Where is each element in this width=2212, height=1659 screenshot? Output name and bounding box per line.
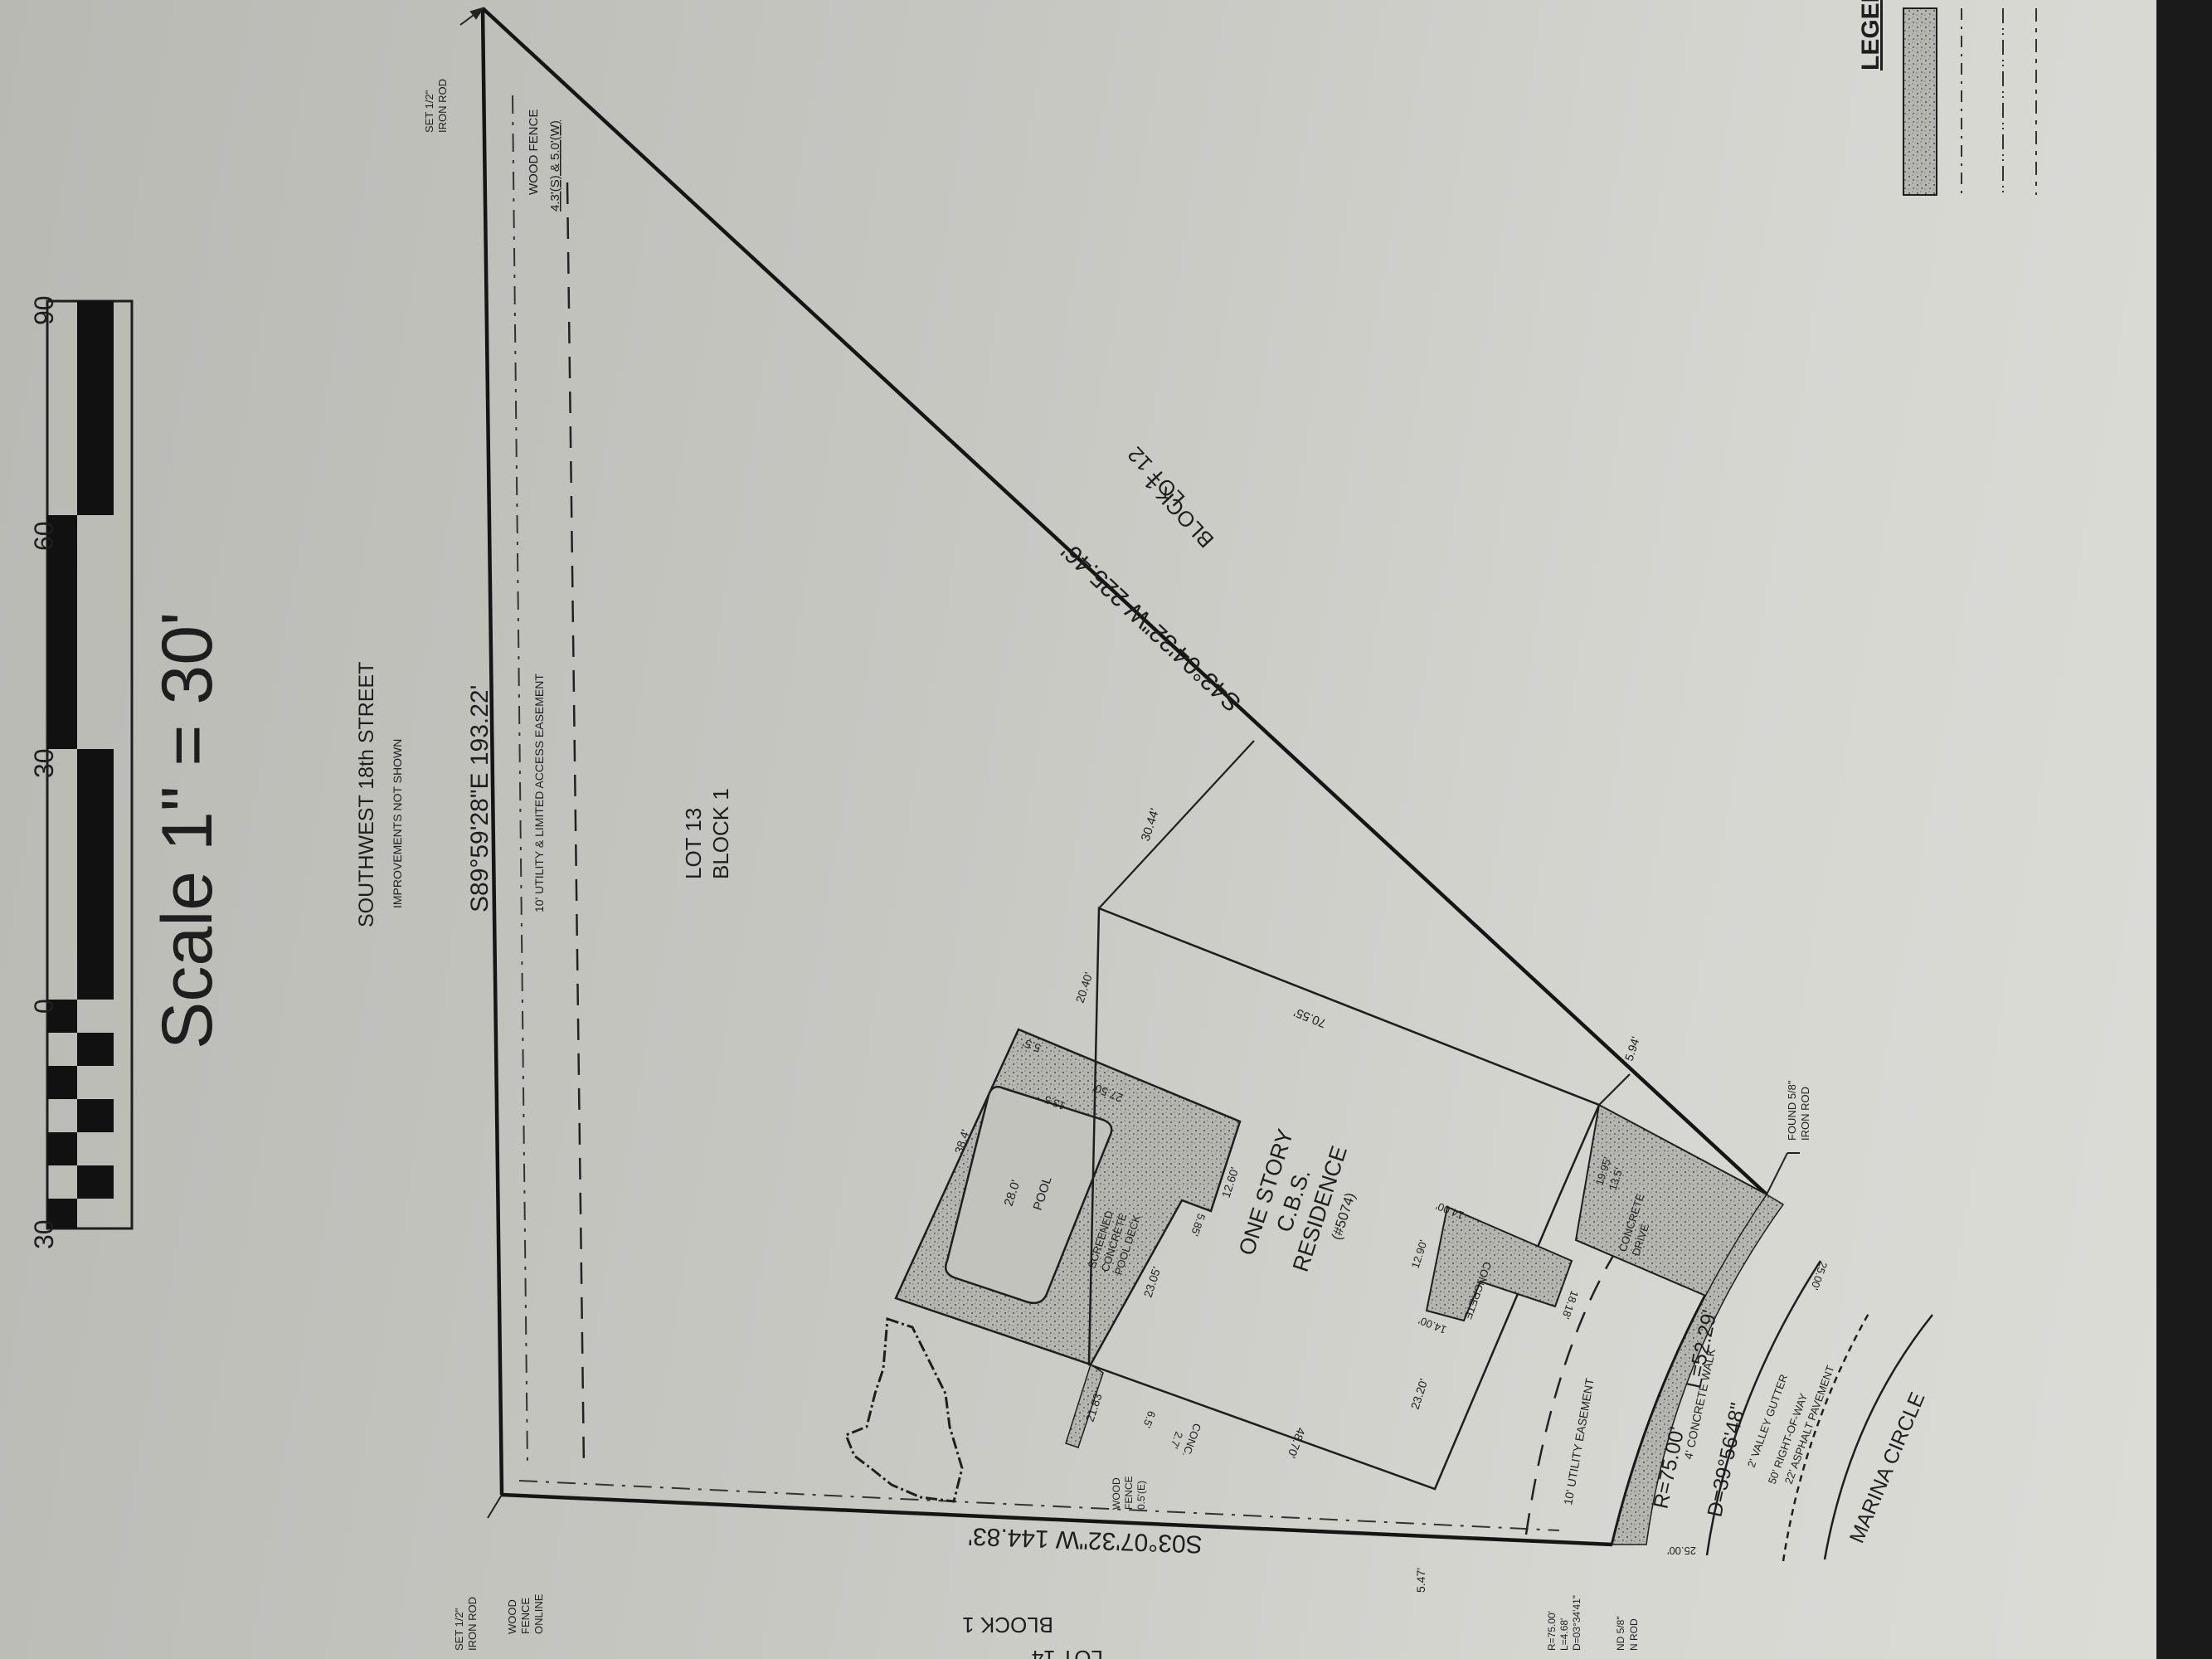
street-name-south: MARINA CIRCLE [1845,1389,1930,1546]
west-fence-label: WOOD [506,1599,518,1634]
scale-tick-label: 30 [29,1219,59,1249]
pool-fence-label: FENCE [1123,1476,1135,1510]
dim-5-85: 5.85' [1189,1212,1208,1238]
dim-5-5: 5.5' [1021,1036,1043,1055]
dim-2-7: 2.7' [1168,1430,1185,1450]
lot14-name: LOT 14 [1032,1646,1103,1659]
lot13-name: LOT 13 [681,808,706,879]
monument-leaders [459,7,1800,1519]
dim-20-40: 20.40' [1073,971,1096,1005]
legend: LEGEN [1857,0,2037,196]
dim-25-00a: 25.00' [1667,1545,1696,1557]
scale-tick-label: 30 [29,748,59,778]
scale-tick-label: 0 [29,999,59,1014]
lot12-block: BLOCK 1 [1139,469,1219,553]
pool-fence-label: 0.5'(E) [1135,1481,1147,1510]
top-rod-label: IRON ROD [436,79,449,133]
dim-12-90: 12.90' [1409,1238,1430,1270]
lot13-block: BLOCK 1 [708,788,733,879]
dim-30-44: 30.44' [1139,806,1163,843]
street-name: SOUTHWEST 18th STREET [355,662,378,927]
residence-outline [1087,907,1601,1491]
dim-14-00b: 14.00' [1417,1314,1448,1336]
north-bearing: S89°59'28"E 193.22' [466,685,493,912]
right-of-way-curves [1705,1260,1933,1562]
west-bearing: S03°07'32"W 144.83' [968,1522,1203,1558]
pool-fence-label: WOOD [1111,1477,1122,1510]
west-labels: SET 1/2" IRON ROD WOOD FENCE ONLINE 5.47… [453,1568,1427,1651]
south-easement-label: 10' UTILITY EASEMENT [1561,1377,1597,1506]
top-rod-label: SET 1/2" [423,90,435,133]
dim-23-05: 23.05' [1141,1265,1164,1299]
scale-tick-label: 60 [29,521,59,551]
conc-strip [1065,1363,1104,1448]
found-rod-label: FOUND 5/8" [1786,1080,1798,1141]
setback-lines [1098,740,1631,1112]
north-easement-label: 10' UTILITY & LIMITED ACCESS EASEMENT [532,674,546,912]
dim-6-5: 6.5' [1140,1409,1158,1429]
found-rod-label: IRON ROD [1799,1087,1811,1141]
vegetation-outline [844,1316,964,1503]
scale-bar: 30 0 30 60 90 Scale 1" = 30' [29,295,227,1249]
dim-23-20: 23.20' [1408,1377,1431,1411]
west-fence-label: ONLINE [532,1593,545,1634]
small-curve-delta: D=03°34'41" [1571,1595,1582,1651]
survey-sheet [0,0,2156,1659]
fence-lines [512,95,1560,1531]
bottom-rod-label: IRON ROD [466,1597,479,1651]
small-curve-radius: R=75.00' [1546,1611,1558,1651]
lot14-block: BLOCK 1 [962,1613,1053,1637]
bottom-rod-label: SET 1/2" [453,1608,465,1651]
background-edge [2156,0,2212,1659]
north-labels: SOUTHWEST 18th STREET IMPROVEMENTS NOT S… [355,79,562,927]
north-fence-label: WOOD FENCE [527,109,541,195]
dim-5-47: 5.47' [1414,1568,1427,1593]
dim-70-55: 70.55' [1292,1005,1329,1030]
partial-rod-label: N ROD [1628,1618,1640,1651]
curve-delta: D=39°56'48" [1703,1401,1749,1520]
concrete-walk-pad [1425,1205,1573,1322]
dim-5-94: 5.94' [1622,1035,1642,1063]
north-fence-offsets: 4.3'(S) & 5.0'(W) [548,120,562,212]
west-fence-label: FENCE [519,1598,532,1634]
street-note: IMPROVEMENTS NOT SHOWN [391,739,404,908]
diagonal-bearing: S43°04'32"W 225.46' [1057,537,1247,717]
partial-rod-label: ND 5/8" [1615,1616,1626,1651]
pool [945,1086,1113,1305]
lot-labels: LOT 13 BLOCK 1 LOT 12 BLOCK 1 S43°04'32"… [681,442,1247,1659]
scale-title: Scale 1" = 30' [148,612,227,1049]
legend-title: LEGEN [1857,0,1884,71]
scale-tick-label: 90 [29,295,59,325]
small-curve-length: L=4.68' [1558,1618,1570,1651]
dim-18-18: 18.18' [1559,1289,1581,1321]
concrete-walk-strip [1612,1193,1785,1545]
